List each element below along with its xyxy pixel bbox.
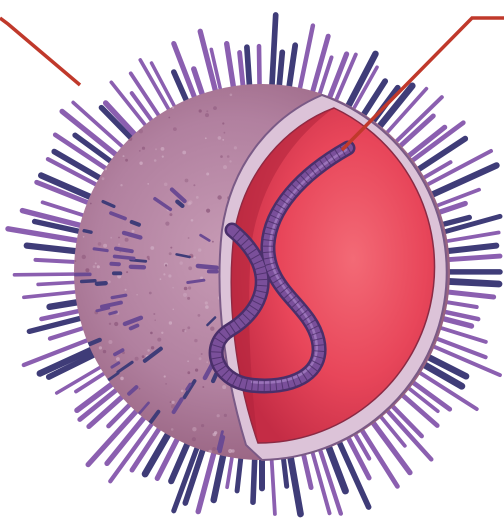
leader-line-envelope (0, 18, 80, 85)
spike (145, 430, 171, 475)
spike (253, 454, 255, 502)
spike (271, 454, 275, 514)
spike (24, 291, 81, 297)
spike (36, 260, 81, 262)
spike (272, 15, 276, 90)
spike (442, 233, 499, 243)
spike (38, 282, 80, 284)
spike (227, 44, 235, 92)
spike (43, 202, 89, 217)
spike (259, 46, 260, 90)
spike (444, 256, 500, 260)
spike (27, 246, 81, 252)
spike (443, 292, 494, 298)
spike (247, 47, 250, 90)
spike (288, 45, 295, 92)
spike (444, 281, 499, 284)
spike (290, 452, 301, 514)
spike (15, 274, 81, 275)
spike (359, 426, 397, 487)
spike (443, 246, 496, 252)
spike (299, 26, 313, 94)
